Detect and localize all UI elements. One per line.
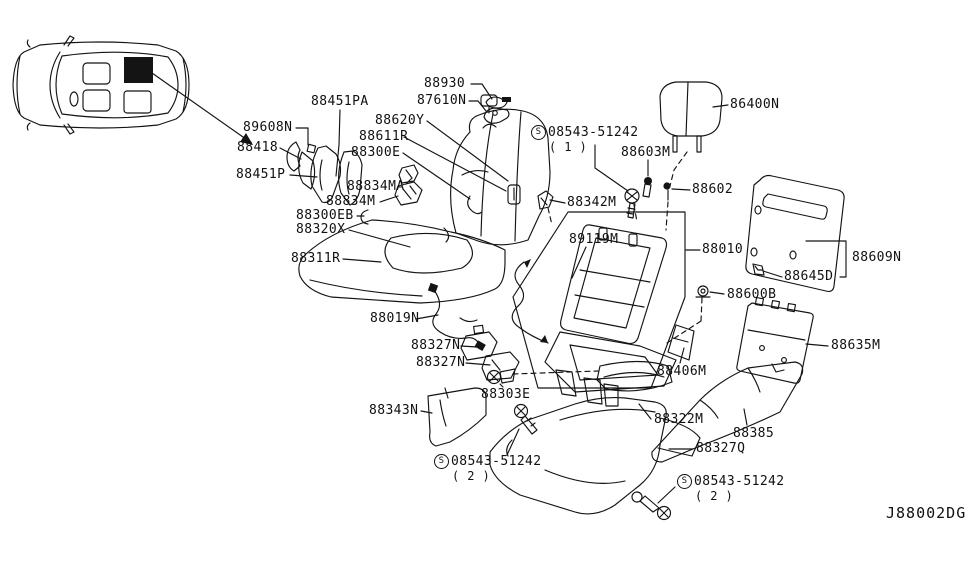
headrest-86400n-drawing xyxy=(660,82,722,152)
carpet-88385-drawing xyxy=(652,362,803,462)
part-label-88342m: 88342M xyxy=(567,195,617,210)
part-label-88300eb: 88300EB xyxy=(296,208,354,223)
part-label-88834m: 88834M xyxy=(326,194,376,209)
grommet-screw-88303e-icon xyxy=(488,369,516,384)
seat-frame-drawing xyxy=(545,225,676,406)
part-label-88019n: 88019N xyxy=(370,311,420,326)
part-label-88343n: 88343N xyxy=(369,403,419,418)
part-label-88010: 88010 xyxy=(702,242,744,257)
part-label-88303e: 88303E xyxy=(481,387,531,402)
circled-s-icon: S xyxy=(434,454,449,469)
part-label-88635m: 88635M xyxy=(831,338,881,353)
part-label-88603m: 88603M xyxy=(621,145,671,160)
part-label-88300e: 88300E xyxy=(351,145,401,160)
pointer-arrow xyxy=(152,73,253,145)
part-label-88645d: 88645D xyxy=(784,269,834,284)
part-label-88327n-2: 88327N xyxy=(416,355,466,370)
seat-cushion-drawing xyxy=(299,220,505,303)
part-label-88834ma: 88834MA xyxy=(347,179,405,194)
part-label-88320x: 88320X xyxy=(296,222,346,237)
circled-s-icon: S xyxy=(677,474,692,489)
part-label-88451p: 88451P xyxy=(236,167,286,182)
seat-shield-88322m-drawing xyxy=(597,362,672,391)
part-label-89119m: 89119M xyxy=(569,232,619,247)
part-label-88620y: 88620Y xyxy=(375,113,425,128)
part-label-88406m: 88406M xyxy=(657,364,707,379)
hook-88300e-icon xyxy=(468,196,482,214)
part-label-88385: 88385 xyxy=(733,426,775,441)
latch-88930-icon xyxy=(486,97,511,108)
part-label-88311r: 88311R xyxy=(291,251,341,266)
clip-88834m-icon xyxy=(395,182,422,205)
part-label-86400n: 86400N xyxy=(730,97,780,112)
screw-08543-1-icon xyxy=(625,189,639,218)
knob-88611r-icon xyxy=(508,185,520,204)
part-label-88327n-1: 88327N xyxy=(411,338,461,353)
part-label-88327q: 88327Q xyxy=(696,441,746,456)
trim-panel-88327q-drawing xyxy=(490,398,700,514)
part-label-88322m: 88322M xyxy=(654,412,704,427)
seat-back-board-drawing xyxy=(746,176,844,292)
seat-bracket-88406m-icon xyxy=(668,325,694,360)
part-label-88609n: 88609N xyxy=(852,250,902,265)
clip-88834ma-icon xyxy=(399,165,418,183)
highlighted-seat-location xyxy=(124,57,153,83)
part-label-88602: 88602 xyxy=(692,182,734,197)
part-label-88418: 88418 xyxy=(237,140,279,155)
slide-brackets-88327n-drawing xyxy=(461,325,519,380)
dashed-assembly-lines xyxy=(513,152,702,374)
seat-module-drawing xyxy=(737,298,813,384)
screw-08543-3-icon xyxy=(632,492,671,520)
part-label-88600b: 88600B xyxy=(727,287,777,302)
leader-lines xyxy=(280,84,846,503)
screw-88342m-icon xyxy=(538,191,553,209)
bracket-88343n-drawing xyxy=(428,388,486,446)
part-label-88451pa: 88451PA xyxy=(311,94,369,109)
clip-88300eb-icon xyxy=(361,210,368,224)
part-label-87610n: 87610N xyxy=(417,93,467,108)
screw-08543-2-icon xyxy=(515,405,538,435)
part-label-88930: 88930 xyxy=(424,76,466,91)
bolt-88602-icon xyxy=(663,182,671,200)
vehicle-top-view-drawing xyxy=(13,36,189,134)
diagram-code: J88002DG xyxy=(886,504,967,522)
finisher-pieces-drawing xyxy=(287,142,362,205)
clip-88645d-icon xyxy=(753,264,764,275)
part-label-89608n: 89608N xyxy=(243,120,293,135)
seat-wire-drawing xyxy=(512,259,548,343)
nut-88600b-icon xyxy=(696,286,710,297)
striker-87610n-icon xyxy=(484,108,509,123)
circled-s-icon: S xyxy=(531,125,546,140)
harness-88019n-drawing xyxy=(427,282,486,351)
bolt-88603m-icon xyxy=(643,177,652,197)
part-label-88611r: 88611R xyxy=(359,129,409,144)
